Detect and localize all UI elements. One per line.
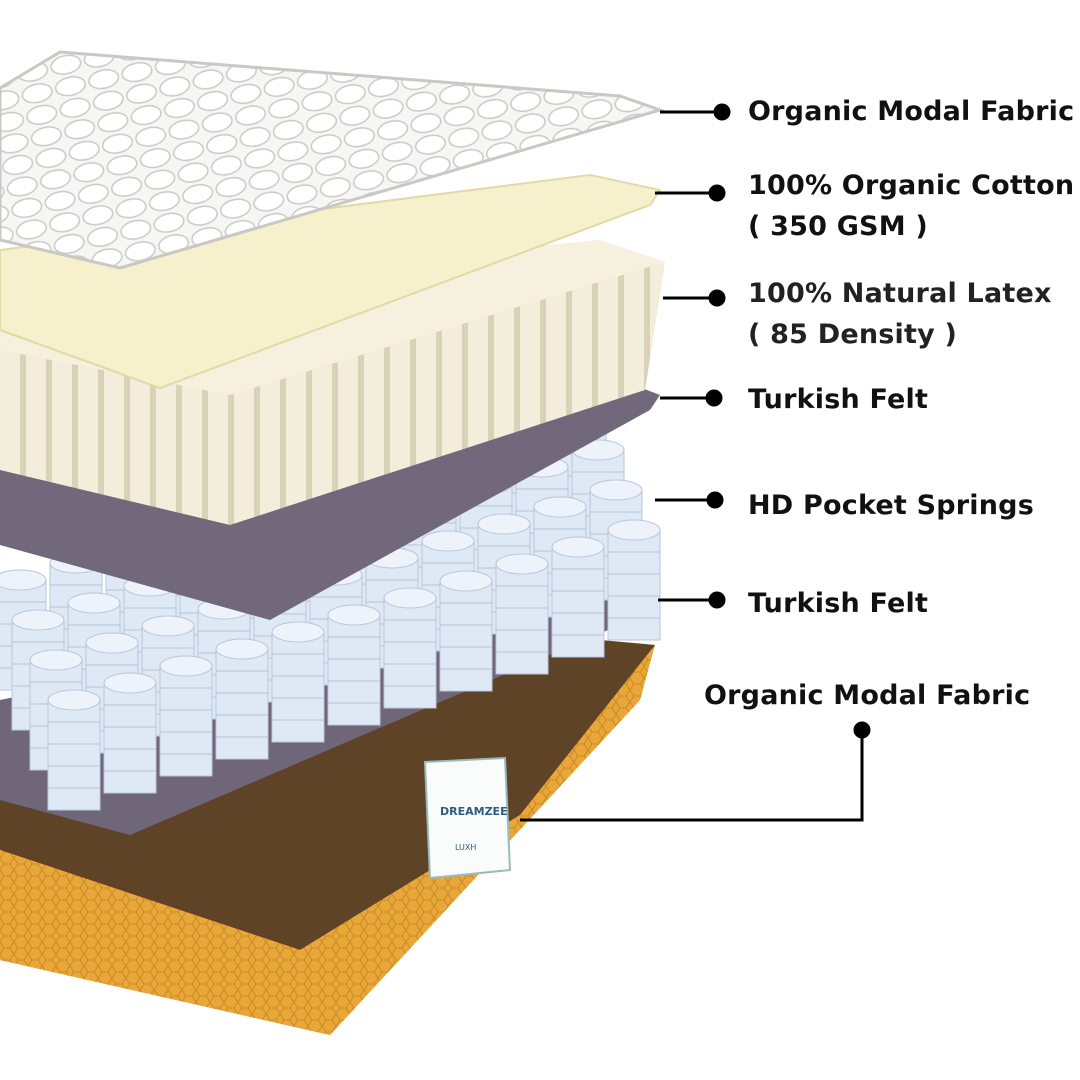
pocket-spring [551,536,605,658]
pocket-spring [607,519,661,641]
pocket-spring [103,672,157,794]
label-organic-cotton: 100% Organic Cotton ( 350 GSM ) [748,165,1074,247]
label-line: Organic Modal Fabric [748,96,1075,127]
label-line: Turkish Felt [748,588,929,619]
pocket-spring [271,621,325,743]
label-line: HD Pocket Springs [748,490,1034,521]
label-organic-modal-fabric-top: Organic Modal Fabric [748,91,1074,132]
brand-label [423,756,512,880]
label-line: 100% Natural Latex [748,278,1052,309]
label-line: ( 85 Density ) [748,319,958,350]
pocket-spring [215,638,269,760]
pocket-spring [439,570,493,692]
logo-brand: DREAMZEE [440,805,508,818]
pocket-spring [383,587,437,709]
pocket-spring [495,553,549,675]
label-turkish-felt-bottom: Turkish Felt [748,583,928,624]
leader-lines [520,103,871,822]
label-organic-modal-fabric-base: Organic Modal Fabric [704,675,1030,716]
label-turkish-felt-top: Turkish Felt [748,379,928,420]
cotton-layer [0,173,662,390]
base-fabric-layer: DREAMZEE LUXH [0,640,655,1035]
label-line: Turkish Felt [748,384,929,415]
label-line: ( 350 GSM ) [748,211,928,242]
pocket-spring [327,604,381,726]
logo-model: LUXH [455,843,476,852]
label-line: 100% Organic Cotton [748,170,1075,201]
label-natural-latex: 100% Natural Latex ( 85 Density ) [748,273,1052,355]
label-hd-pocket-springs: HD Pocket Springs [748,485,1034,526]
pocket-spring [159,655,213,777]
top-fabric-layer [0,50,665,270]
label-line: Organic Modal Fabric [704,680,1031,711]
pocket-spring [47,689,101,811]
